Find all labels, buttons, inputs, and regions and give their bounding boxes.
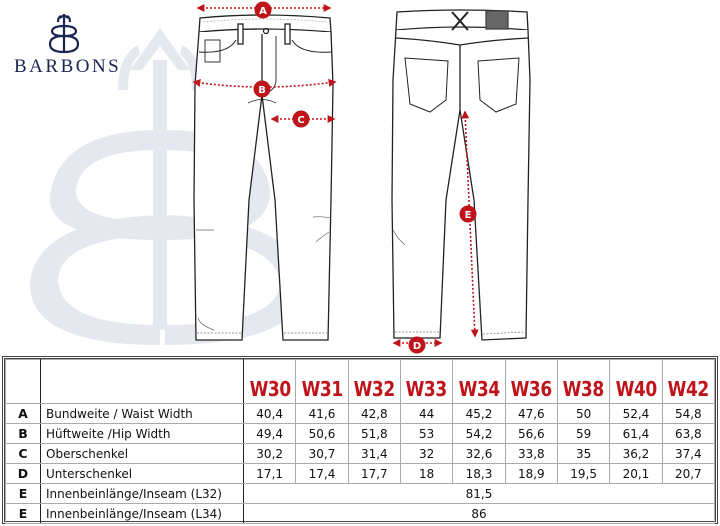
table-cell: 49,4	[242, 423, 297, 444]
jeans-measurement-diagram: A B C E D	[192, 1, 531, 354]
table-cell: 19,5	[556, 463, 611, 484]
merged-table-cell: 81,5	[243, 483, 715, 504]
table-cell: 54,2	[452, 423, 506, 444]
table-row-inseam-l34: E Innenbeinlänge/Inseam (L34) 86	[5, 503, 715, 524]
size-header: W36	[508, 359, 554, 404]
table-cell: 20,7	[661, 463, 716, 484]
table-cell: 47,6	[504, 403, 558, 424]
table-cell: 61,4	[609, 423, 663, 444]
row-label: Unterschenkel	[40, 463, 244, 484]
brand-logo: BARBONS	[14, 14, 122, 78]
row-letter: C	[5, 443, 41, 464]
back-view-jeans	[391, 9, 531, 341]
table-cell: 35	[556, 443, 611, 464]
table-cell: 53	[399, 423, 454, 444]
svg-text:E: E	[465, 210, 472, 221]
table-cell: 44	[399, 403, 454, 424]
header-empty-letter	[5, 359, 41, 404]
row-label: Oberschenkel	[40, 443, 244, 464]
table-cell: 63,8	[661, 423, 716, 444]
table-cell: 42,8	[347, 403, 401, 424]
row-label: Bundweite / Waist Width	[40, 403, 244, 424]
table-row-thigh: C Oberschenkel 30,2 30,7 31,4 32 32,6 33…	[5, 443, 716, 464]
size-header: W34	[456, 359, 502, 404]
size-header: W38	[560, 359, 607, 404]
table-cell: 40,4	[242, 403, 297, 424]
row-letter: A	[5, 403, 41, 424]
size-header: W33	[403, 359, 450, 404]
row-letter: E	[5, 503, 41, 524]
table-cell: 52,4	[609, 403, 663, 424]
table-cell: 17,7	[347, 463, 401, 484]
svg-text:A: A	[259, 6, 267, 17]
table-cell: 32,6	[452, 443, 506, 464]
table-cell: 20,1	[609, 463, 663, 484]
table-cell: 33,8	[504, 443, 558, 464]
row-letter: E	[5, 483, 41, 504]
size-header: W30	[246, 359, 293, 404]
merged-table-cell: 86	[243, 503, 715, 524]
table-cell: 54,8	[661, 403, 716, 424]
size-header: W42	[665, 359, 711, 404]
svg-text:B: B	[258, 85, 266, 96]
table-row-inseam-l32: E Innenbeinlänge/Inseam (L32) 81,5	[5, 483, 715, 504]
table-cell: 18	[399, 463, 454, 484]
size-chart-table: W30 W31 W32 W33 W34 W36 W38 W40 W42 A Bu…	[2, 356, 718, 524]
row-letter: D	[5, 463, 41, 484]
table-row-lower-leg: D Unterschenkel 17,1 17,4 17,7 18 18,3 1…	[5, 463, 716, 484]
svg-text:D: D	[413, 341, 421, 352]
table-cell: 56,6	[504, 423, 558, 444]
table-cell: 41,6	[295, 403, 349, 424]
table-cell: 36,2	[609, 443, 663, 464]
row-label: Innenbeinlänge/Inseam (L32)	[40, 483, 244, 504]
table-row-hip: B Hüftweite /Hip Width 49,4 50,6 51,8 53…	[5, 423, 716, 444]
table-cell: 50,6	[295, 423, 349, 444]
front-view-jeans	[193, 14, 334, 341]
table-cell: 31,4	[347, 443, 401, 464]
table-header-row: W30 W31 W32 W33 W34 W36 W38 W40 W42	[5, 359, 715, 404]
measure-badges: A B C E D	[253, 1, 477, 354]
table-row-waist: A Bundweite / Waist Width 40,4 41,6 42,8…	[5, 403, 716, 424]
table-cell: 32	[399, 443, 454, 464]
row-label: Hüftweite /Hip Width	[40, 423, 244, 444]
row-letter: B	[5, 423, 41, 444]
barbons-monogram-icon	[48, 14, 80, 54]
table-cell: 45,2	[452, 403, 506, 424]
table-cell: 59	[556, 423, 611, 444]
table-cell: 37,4	[661, 443, 716, 464]
table-cell: 17,1	[242, 463, 297, 484]
size-header: W31	[299, 359, 345, 404]
table-cell: 17,4	[295, 463, 349, 484]
table-cell: 18,9	[504, 463, 558, 484]
table-cell: 30,7	[295, 443, 349, 464]
table-cell: 50	[556, 403, 611, 424]
size-header: W32	[351, 359, 397, 404]
table-cell: 30,2	[242, 443, 297, 464]
brand-name: BARBONS	[14, 56, 122, 77]
header-empty-label	[40, 359, 244, 404]
size-header: W40	[613, 359, 659, 404]
row-label: Innenbeinlänge/Inseam (L34)	[40, 503, 244, 524]
table-cell: 51,8	[347, 423, 401, 444]
svg-text:C: C	[297, 115, 304, 126]
table-cell: 18,3	[452, 463, 506, 484]
